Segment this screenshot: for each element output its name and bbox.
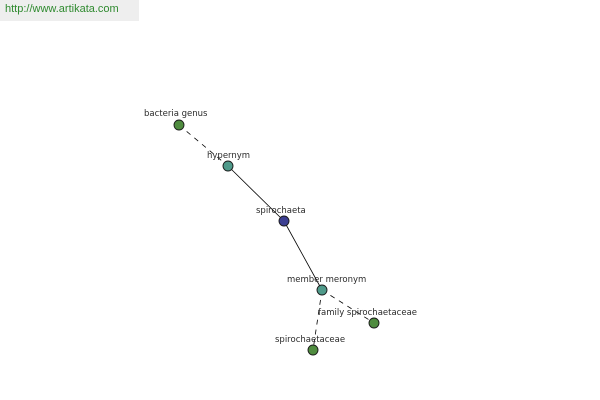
site-url-banner[interactable]: http://www.artikata.com (0, 0, 139, 21)
node-circle-bacteria-genus[interactable] (173, 119, 185, 131)
node-circle-spirochaeta[interactable] (278, 215, 290, 227)
node-label-spirochaetaceae[interactable]: spirochaetaceae (275, 335, 345, 345)
node-circle-member-meronym[interactable] (316, 284, 328, 296)
node-label-hypernym[interactable]: hypernym (207, 151, 250, 161)
node-label-spirochaeta[interactable]: spirochaeta (256, 206, 306, 216)
node-label-member-meronym[interactable]: member meronym (287, 275, 366, 285)
node-label-bacteria-genus[interactable]: bacteria genus (144, 109, 208, 119)
node-circle-hypernym[interactable] (222, 160, 234, 172)
node-bacteria-genus[interactable]: bacteria genus (144, 109, 208, 131)
node-spirochaeta[interactable]: spirochaeta (256, 206, 306, 227)
node-family-spirochaetaceae[interactable]: family spirochaetaceae (318, 308, 417, 329)
node-circle-spirochaetaceae[interactable] (307, 344, 319, 356)
edge-member-meronym-to-spirochaetaceae (312, 289, 323, 351)
nodes: bacteria genus hypernym spirochaeta member … (144, 109, 417, 356)
edge-bacteria-genus-to-hypernym (178, 124, 229, 167)
node-circle-family-spirochaetaceae[interactable] (368, 317, 380, 329)
edge-spirochaeta-to-member-meronym (283, 220, 323, 291)
node-spirochaetaceae[interactable]: spirochaetaceae (275, 335, 345, 356)
edges (178, 124, 375, 351)
node-hypernym[interactable]: hypernym (207, 151, 250, 172)
node-member-meronym[interactable]: member meronym (287, 275, 366, 296)
edge-member-meronym-to-family-spirochaetaceae (321, 289, 375, 324)
edge-hypernym-to-spirochaeta (227, 165, 285, 222)
node-label-family-spirochaetaceae[interactable]: family spirochaetaceae (318, 308, 417, 318)
